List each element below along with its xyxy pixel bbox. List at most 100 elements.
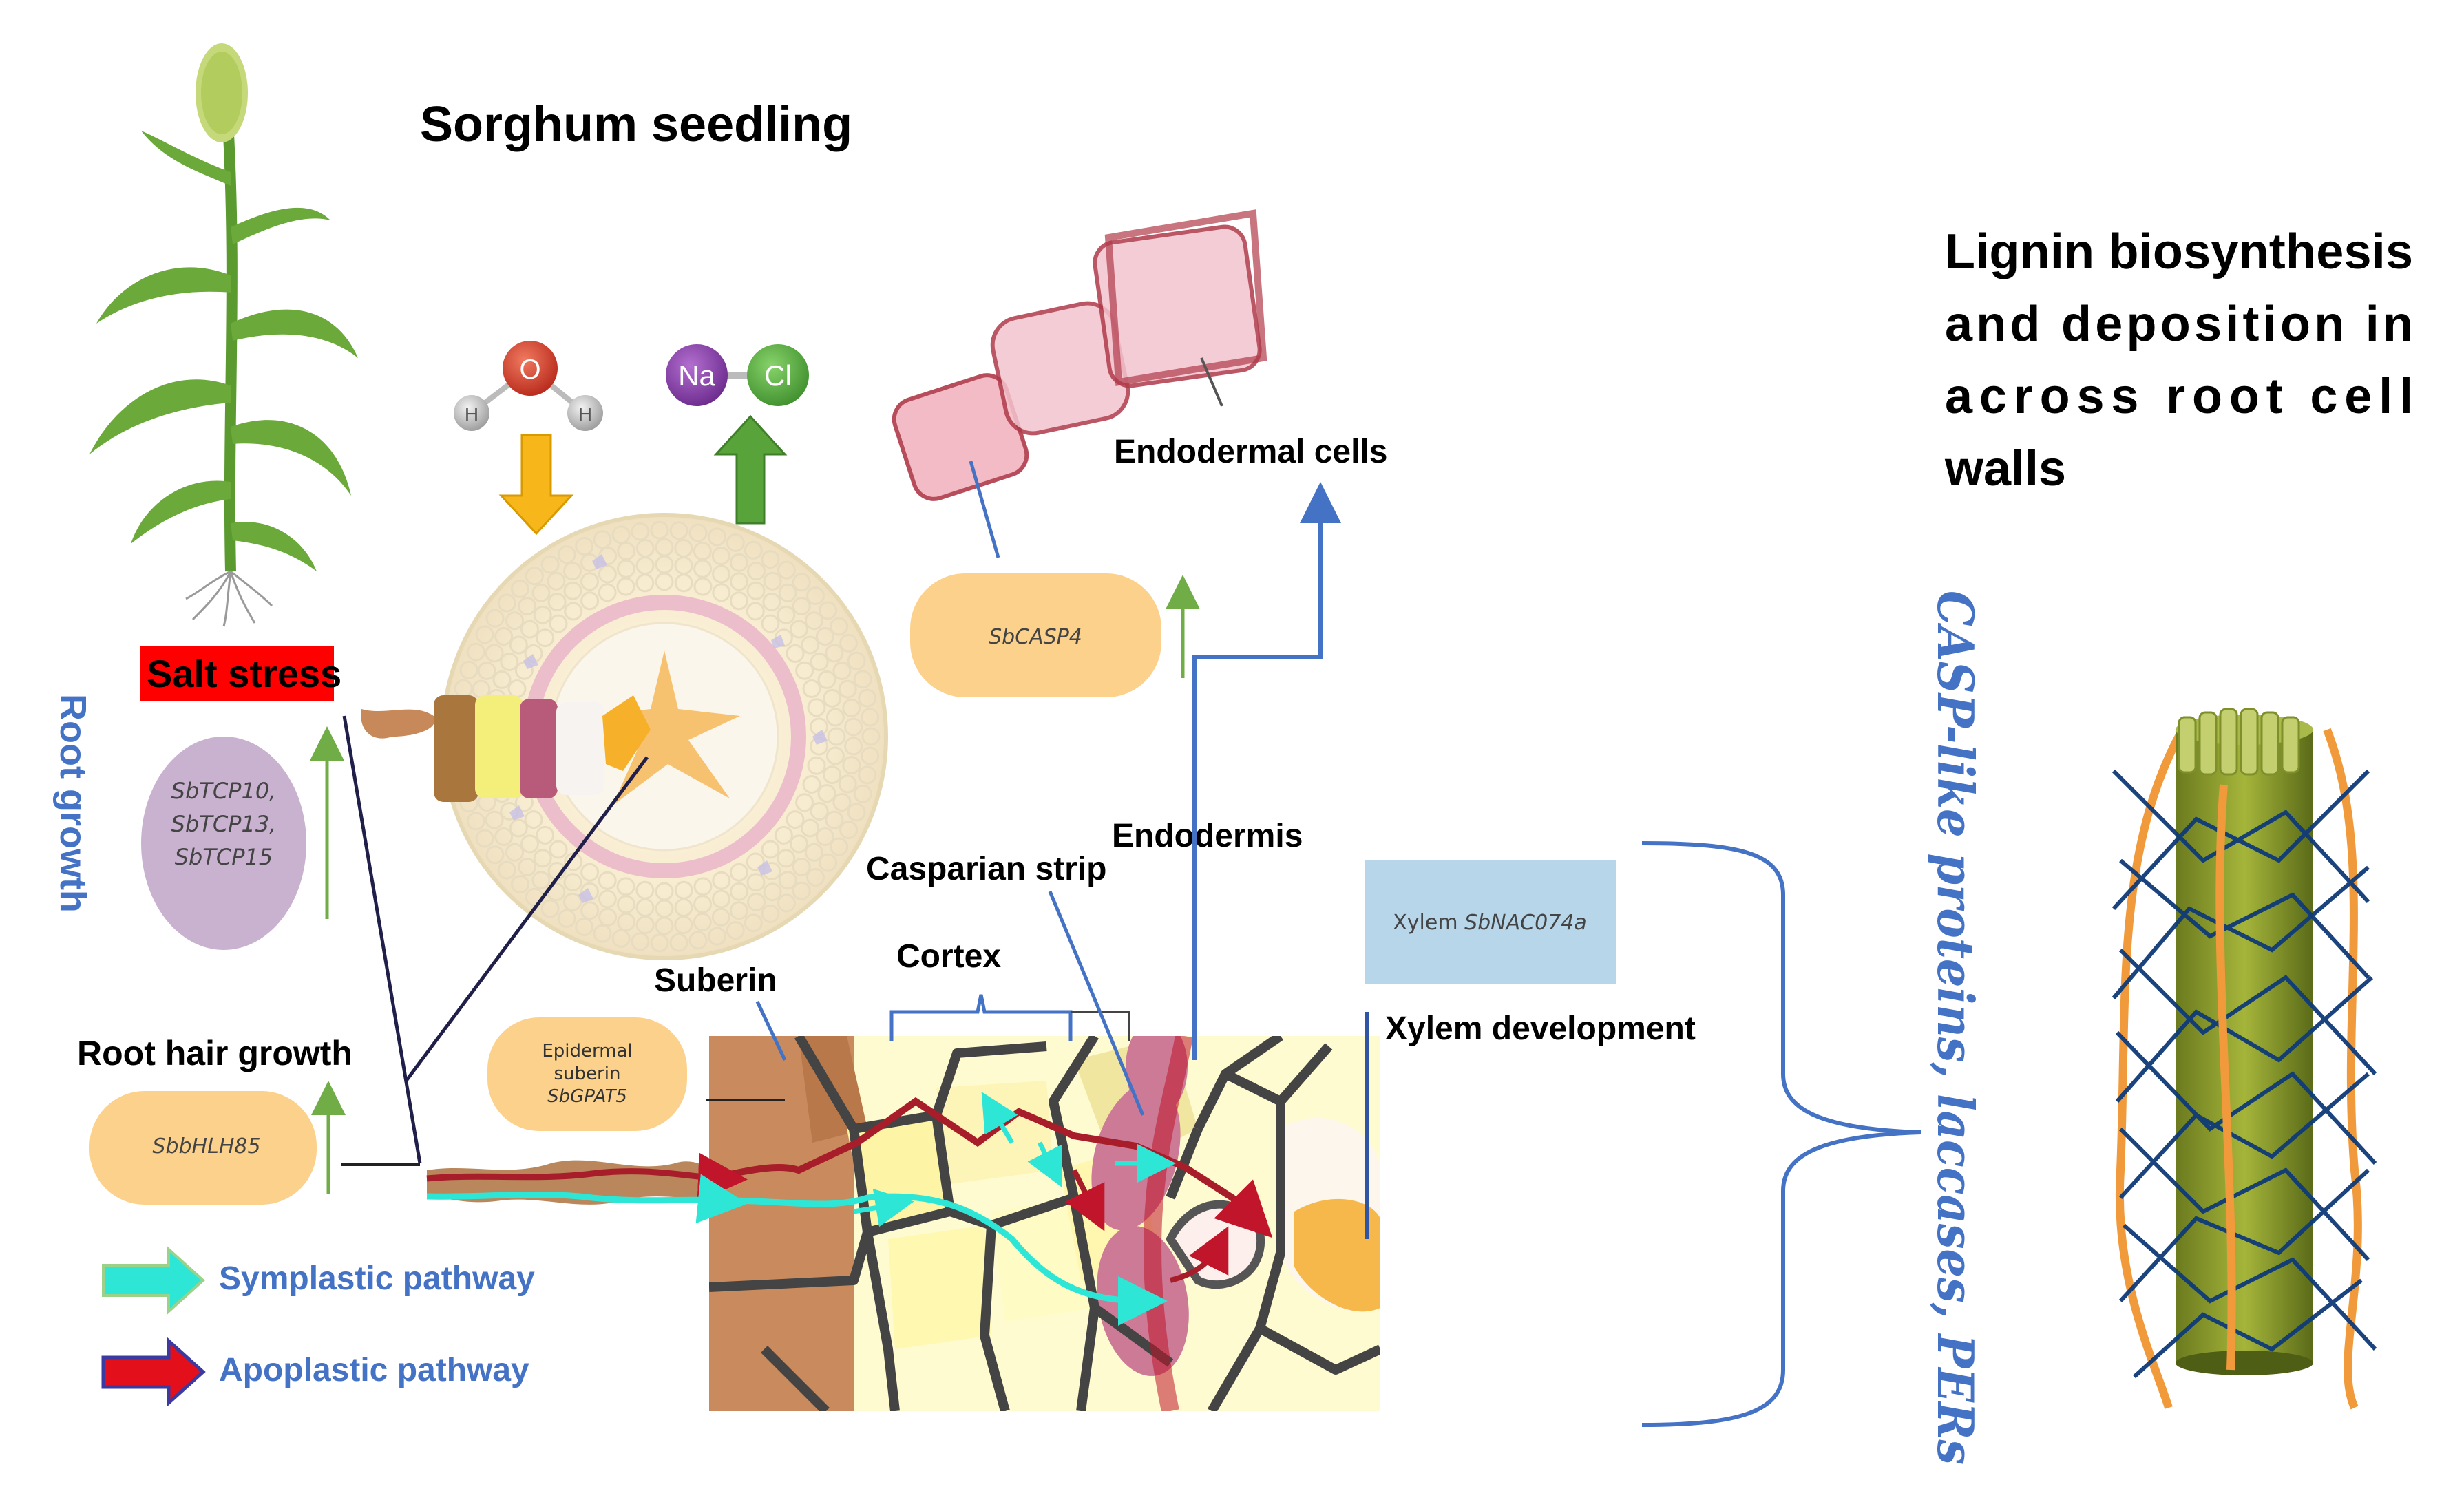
root-cell [533, 605, 552, 624]
root-cell [477, 662, 496, 680]
root-cell [777, 849, 796, 868]
lignin-heading-line2: and deposition in [1945, 297, 2413, 352]
root-cell [593, 924, 612, 943]
xylem-gene-label: Xylem SbNAC074a [1393, 911, 1587, 935]
root-cell [810, 802, 829, 821]
root-cell [847, 651, 866, 670]
root-cell [485, 810, 504, 829]
gpat-gene-box [487, 1017, 687, 1131]
root-cell [861, 746, 880, 765]
root-cell [832, 793, 852, 812]
root-cell [536, 628, 555, 648]
root-cell [580, 591, 600, 611]
root-cell [777, 893, 796, 913]
root-cell [524, 810, 543, 829]
root-cell [819, 853, 838, 872]
root-cell [823, 688, 842, 708]
root-cell [531, 583, 551, 602]
endodermis-label: Endodermis [1112, 818, 1303, 854]
xylem-development-label: Xylem development [1385, 1011, 1696, 1047]
casp-like-label: CASP-like proteins, laccases, PERs [1926, 591, 1985, 1465]
root-cell [563, 892, 582, 911]
zoom-connector-lines [342, 715, 649, 1164]
root-cell [838, 679, 857, 699]
root-cell [839, 821, 859, 840]
lignin-heading: Lignin biosynthesis and deposition in ac… [1944, 224, 2413, 496]
root-cell [792, 597, 811, 615]
root-cell [795, 793, 814, 812]
lignin-heading-line1: Lignin biosynthesis [1945, 224, 2413, 279]
root-cell [669, 521, 688, 540]
gpat-gene-line2: suberin [554, 1064, 621, 1084]
root-cell [795, 661, 814, 680]
root-cell [616, 577, 635, 596]
lignin-heading-line3: across root cell [1945, 369, 2413, 424]
root-cell [693, 577, 713, 596]
root-cell [693, 895, 713, 914]
root-cell [712, 871, 731, 890]
root-cell [777, 605, 796, 624]
root-cell [598, 907, 618, 927]
root-cell [730, 572, 748, 591]
root-cell [729, 553, 748, 572]
xylem-gene-prefix: Xylem [1393, 911, 1464, 935]
cortex-label: Cortex [896, 938, 1001, 975]
root-cell [790, 834, 808, 854]
root-cell [817, 784, 836, 803]
root-cell [726, 921, 745, 940]
xylem-gene-name: SbNAC074a [1464, 911, 1587, 935]
root-cell [830, 617, 849, 636]
root-cell [786, 810, 805, 829]
root-cell [708, 527, 726, 547]
root-cell [744, 540, 763, 560]
hydrogen-label-2: H [578, 403, 592, 425]
root-cell [817, 670, 836, 689]
root-cell [810, 653, 829, 671]
root-cell [744, 913, 763, 933]
root-cell [806, 586, 825, 605]
root-cell [711, 907, 730, 927]
oxygen-label: O [519, 355, 540, 385]
root-cell [763, 571, 782, 591]
root-cell [729, 901, 748, 920]
root-cell [509, 635, 528, 655]
root-cell [575, 537, 594, 556]
root-cell [825, 746, 845, 765]
root-cell [726, 533, 745, 552]
root-cell [858, 765, 877, 785]
root-cell [510, 579, 529, 598]
root-cell [844, 737, 863, 756]
root-cell [747, 892, 766, 911]
root-cell [557, 909, 576, 928]
root-cell [792, 858, 811, 876]
root-cell [712, 564, 731, 584]
root-cell [492, 670, 512, 689]
bhlh-gene-label: SbbHLH85 [152, 1134, 260, 1159]
root-cell [617, 912, 636, 931]
root-cell [631, 932, 650, 951]
root-cell [497, 593, 516, 613]
root-cell [518, 597, 537, 615]
root-cell [693, 559, 713, 578]
root-cell [746, 581, 766, 600]
apoplastic-legend-arrow [101, 1337, 206, 1407]
root-cell [711, 547, 730, 566]
root-cell [475, 625, 494, 644]
root-cell [547, 571, 566, 591]
root-cell [655, 882, 674, 901]
root-cell [746, 873, 766, 892]
symplastic-legend-arrow [102, 1246, 205, 1315]
root-cell [693, 877, 713, 896]
root-cell [518, 858, 537, 876]
root-cell [540, 555, 560, 574]
root-cell [549, 614, 568, 633]
root-cell [761, 614, 780, 633]
root-cell [635, 880, 655, 900]
root-cell [655, 572, 674, 591]
root-cell [861, 708, 880, 727]
root-cell [693, 542, 712, 561]
root-cell [774, 825, 793, 845]
root-cell [792, 573, 811, 592]
root-cell [747, 562, 766, 581]
root-cell [598, 583, 617, 602]
